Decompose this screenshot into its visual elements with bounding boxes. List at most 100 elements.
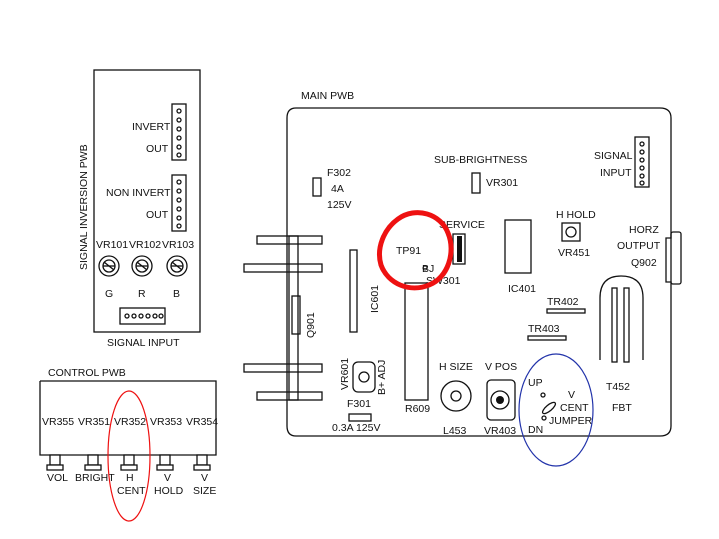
main-signal-input-connector: [634, 136, 650, 188]
vr103-pot: [166, 255, 188, 277]
vr102-pot: [131, 255, 153, 277]
r609-label: R609: [405, 403, 430, 415]
fbt-label: FBT: [612, 402, 632, 414]
signal-input-connector: [119, 307, 166, 325]
v-hold-label-2: HOLD: [154, 485, 184, 497]
vr301-label: VR301: [486, 177, 518, 189]
jumper-dn-pin: [541, 415, 547, 421]
non-invert-out-pins: [176, 179, 182, 229]
tp91-highlight-circle: [377, 210, 454, 291]
invert-out-connector: [171, 103, 187, 161]
invert-out-label: OUT: [146, 143, 169, 155]
f302-voltage: 125V: [327, 199, 352, 211]
vr301-pot: [471, 172, 481, 194]
l453-label: L453: [443, 425, 467, 437]
h-cent-highlight-ellipse: [107, 390, 151, 522]
vr451-label: VR451: [558, 247, 590, 259]
sw301-switch-slider: [457, 236, 462, 262]
v-size-label-2: SIZE: [193, 485, 216, 497]
q902-label: Q902: [631, 257, 657, 269]
vr451-pot-knob: [565, 226, 577, 238]
service-label: SERVICE: [439, 219, 485, 231]
main-input-label: INPUT: [600, 167, 632, 179]
signal-inversion-title: SIGNAL INVERSION PWB: [78, 144, 90, 270]
q901-label: Q901: [305, 312, 317, 338]
h-size-label: H SIZE: [439, 361, 473, 373]
v-cent-jumper-highlight-ellipse: [518, 353, 594, 467]
bj-test-point: [422, 265, 428, 271]
color-r-label: R: [138, 288, 146, 300]
jumper-up-pin: [540, 392, 546, 398]
control-board-outline: [39, 380, 217, 456]
tr403-trimmer: [527, 335, 567, 341]
vr403-pot-center: [496, 396, 504, 404]
f302-fuse: [312, 177, 322, 197]
vr451-pot: [561, 222, 581, 242]
v-pos-label: V POS: [485, 361, 517, 373]
ic601-label: IC601: [369, 285, 381, 313]
main-pwb: MAIN PWB Q901 F302 4A 125V IC601 VR601 B…: [243, 90, 682, 467]
vr354-knob: [193, 454, 211, 471]
vr102-label: VR102: [129, 239, 161, 251]
q902-transistor: [670, 231, 682, 285]
l453-coil-core: [450, 390, 462, 402]
jumper-dn-label: DN: [528, 424, 543, 436]
signal-inversion-pwb: SIGNAL INVERSION PWB INVERT OUT NON INVE…: [78, 69, 201, 349]
l453-coil: [440, 380, 472, 412]
jumper-v-label: V: [568, 389, 575, 401]
vr352-label: VR352: [114, 416, 146, 428]
vr403-pot-knob: [490, 390, 510, 410]
fbt-core-left: [611, 287, 618, 363]
bright-label: BRIGHT: [75, 472, 115, 484]
vr353-knob: [156, 454, 174, 471]
horz-label: HORZ: [629, 224, 659, 236]
signal-inversion-board-outline: [93, 69, 201, 333]
main-signal-label: SIGNAL: [594, 150, 633, 162]
q901-transistor: [291, 295, 301, 335]
color-g-label: G: [105, 288, 113, 300]
signal-input-pins: [124, 313, 164, 319]
ic401-label: IC401: [508, 283, 536, 295]
vr351-knob: [84, 454, 102, 471]
invert-label: INVERT: [132, 121, 171, 133]
ic601-chip: [349, 249, 358, 333]
main-board-outline: [286, 107, 672, 437]
vr355-knob: [46, 454, 64, 471]
vol-label: VOL: [47, 472, 68, 484]
vr351-label: VR351: [78, 416, 110, 428]
tp91-label: TP91: [396, 245, 421, 257]
f301-rating: 0.3A 125V: [332, 422, 380, 434]
main-pwb-title: MAIN PWB: [301, 90, 354, 102]
f301-fuse: [348, 413, 372, 422]
t452-label: T452: [606, 381, 630, 393]
fbt-housing: [599, 275, 644, 360]
heatsink: [243, 235, 323, 401]
output-label: OUTPUT: [617, 240, 661, 252]
v-cent-jumper: [541, 401, 557, 415]
non-invert-label: NON INVERT: [106, 187, 171, 199]
vr101-label: VR101: [96, 239, 128, 251]
ic401-chip: [504, 219, 532, 274]
vr403-pot: [486, 379, 516, 421]
non-invert-out-connector: [171, 174, 187, 232]
control-pwb-title: CONTROL PWB: [48, 367, 126, 379]
vr601-label: VR601: [339, 358, 351, 390]
v-hold-label-1: V: [164, 472, 171, 484]
v-size-label-1: V: [201, 472, 208, 484]
main-signal-input-pins: [639, 141, 645, 186]
h-cent-label-1: H: [126, 472, 134, 484]
jumper-up-label: UP: [528, 377, 543, 389]
b-adj-label: B+ ADJ: [376, 360, 388, 395]
vr103-label: VR103: [162, 239, 194, 251]
signal-inversion-input-label: SIGNAL INPUT: [107, 337, 180, 349]
vr354-label: VR354: [186, 416, 218, 428]
vr403-label: VR403: [484, 425, 516, 437]
f302-current: 4A: [331, 183, 344, 195]
h-cent-label-2: CENT: [117, 485, 146, 497]
h-hold-label: H HOLD: [556, 209, 596, 221]
vr101-pot: [98, 255, 120, 277]
vr353-label: VR353: [150, 416, 182, 428]
sub-brightness-label: SUB-BRIGHTNESS: [434, 154, 527, 166]
control-pwb: CONTROL PWB VR355 VR351 VR352 VR353 VR35…: [39, 367, 218, 522]
